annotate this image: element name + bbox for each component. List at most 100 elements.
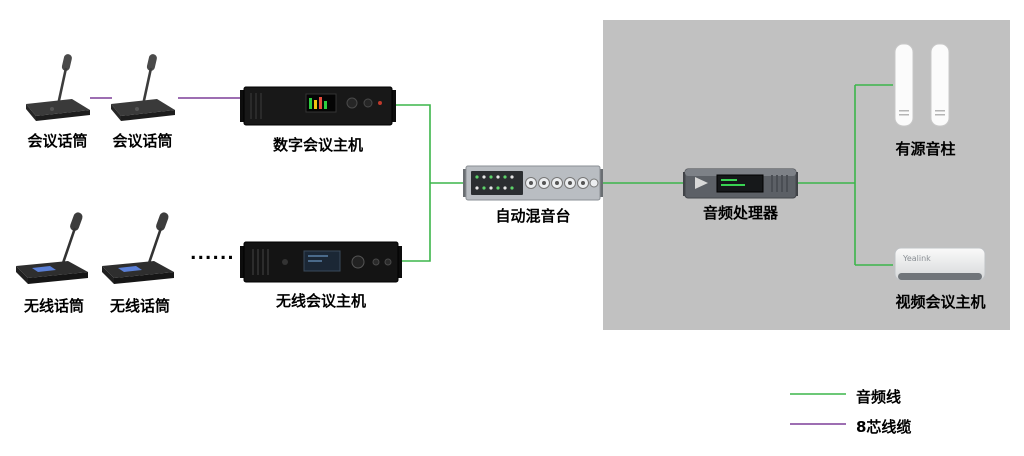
audio-processor-icon bbox=[683, 168, 798, 199]
rack-ear-right bbox=[599, 169, 603, 197]
digital-conference-host bbox=[240, 85, 396, 127]
meter-bar-green2 bbox=[324, 101, 327, 109]
input-led bbox=[482, 186, 486, 190]
mic-base-top bbox=[26, 99, 90, 116]
conference-mic-2 bbox=[103, 52, 183, 124]
screen-text-line bbox=[721, 179, 737, 181]
mic-base-front bbox=[36, 110, 90, 121]
speaker-label-line bbox=[935, 114, 945, 116]
meter-bar-yellow bbox=[314, 100, 317, 109]
audio-wirelesshost-junction bbox=[400, 183, 431, 262]
rack-ear-left bbox=[463, 169, 467, 197]
input-led bbox=[496, 175, 500, 179]
knob-cap bbox=[542, 181, 546, 185]
knob bbox=[384, 258, 392, 266]
mic-capsule bbox=[70, 212, 83, 231]
rack-ear-left bbox=[240, 246, 245, 278]
legend-cable8-label: 8芯线缆 bbox=[856, 418, 912, 436]
mic-base-front bbox=[121, 110, 175, 121]
auto-mixer-icon bbox=[463, 165, 603, 201]
mic-gooseneck bbox=[60, 227, 77, 267]
mic-base-side bbox=[26, 104, 36, 121]
screen-text-line bbox=[308, 260, 322, 262]
input-led bbox=[510, 175, 514, 179]
power-button bbox=[282, 259, 288, 265]
conference-mic-1-label: 会议话筒 bbox=[27, 132, 88, 150]
input-led bbox=[475, 175, 479, 179]
input-led bbox=[489, 186, 493, 190]
video-host-icon: Yealink bbox=[894, 247, 986, 281]
knob bbox=[351, 255, 365, 269]
mic-base-side bbox=[16, 266, 28, 284]
input-panel bbox=[471, 171, 523, 195]
vent bbox=[257, 249, 259, 275]
rack-ear-right bbox=[397, 246, 402, 278]
video-conference-host: Yealink bbox=[893, 243, 988, 287]
input-led bbox=[503, 186, 507, 190]
more-mics-ellipsis: ...... bbox=[190, 244, 235, 264]
mic-talk-button bbox=[50, 107, 54, 111]
input-led bbox=[510, 186, 514, 190]
knob bbox=[372, 258, 380, 266]
mic-lcd-screen bbox=[32, 266, 56, 272]
knob-cap bbox=[555, 181, 559, 185]
legend-audio-label: 音频线 bbox=[856, 388, 902, 406]
speaker-label-line bbox=[935, 110, 945, 112]
vent bbox=[260, 93, 262, 119]
knob-cap bbox=[568, 181, 572, 185]
mic-capsule bbox=[146, 54, 157, 71]
vent bbox=[262, 249, 264, 275]
wireless-mic-2-label: 无线话筒 bbox=[109, 297, 170, 315]
meter-bar-red bbox=[319, 97, 322, 109]
vent bbox=[786, 175, 788, 192]
speaker-column-left bbox=[894, 43, 914, 127]
auto-mixer bbox=[463, 161, 603, 203]
screen-text-line bbox=[308, 255, 328, 257]
vent bbox=[267, 249, 269, 275]
wireless-host-label: 无线会议主机 bbox=[275, 292, 366, 310]
vent bbox=[776, 175, 778, 192]
vent bbox=[250, 93, 252, 119]
mic-gooseneck bbox=[56, 67, 68, 106]
audio-digitalhost-junction bbox=[395, 104, 431, 183]
knob-cap bbox=[581, 181, 585, 185]
speaker-label-line bbox=[899, 110, 909, 112]
mic-base-side bbox=[102, 266, 114, 284]
audio-processor bbox=[683, 162, 798, 204]
mic-capsule bbox=[156, 212, 169, 231]
mic-lcd-screen bbox=[118, 266, 142, 272]
knob bbox=[346, 97, 358, 109]
mic-gooseneck bbox=[146, 227, 163, 267]
wireless-mic-icon bbox=[16, 212, 88, 284]
wireless-mic-icon bbox=[102, 212, 174, 284]
conference-mic-icon bbox=[26, 54, 90, 121]
wireless-mic-2 bbox=[98, 208, 182, 288]
conference-mic-1 bbox=[18, 52, 98, 124]
rack-ear-right bbox=[391, 90, 396, 122]
wireless-mic-1 bbox=[12, 208, 96, 288]
power-led bbox=[378, 101, 382, 105]
mic-base-front bbox=[114, 272, 174, 284]
input-led bbox=[489, 175, 493, 179]
input-led bbox=[496, 186, 500, 190]
mic-base-front bbox=[28, 272, 88, 284]
brand-logo-triangle bbox=[695, 177, 708, 189]
column-speakers-icon bbox=[894, 43, 950, 127]
speaker-label-line bbox=[899, 114, 909, 116]
mic-base-side bbox=[111, 104, 121, 121]
videohost-front-edge bbox=[898, 273, 982, 280]
column-speakers-label: 有源音柱 bbox=[895, 140, 956, 158]
auto-mixer-label: 自动混音台 bbox=[495, 207, 571, 225]
videohost-brand-text: Yealink bbox=[902, 254, 931, 263]
display-screen bbox=[716, 174, 764, 193]
chassis-highlight bbox=[685, 169, 796, 176]
vent bbox=[781, 175, 783, 192]
mic-capsule bbox=[61, 54, 72, 71]
vent bbox=[255, 93, 257, 119]
mic-base-top bbox=[111, 99, 175, 116]
vent bbox=[252, 249, 254, 275]
wireless-host-icon bbox=[240, 241, 402, 283]
video-host-label: 视频会议主机 bbox=[895, 293, 986, 311]
input-led bbox=[482, 175, 486, 179]
